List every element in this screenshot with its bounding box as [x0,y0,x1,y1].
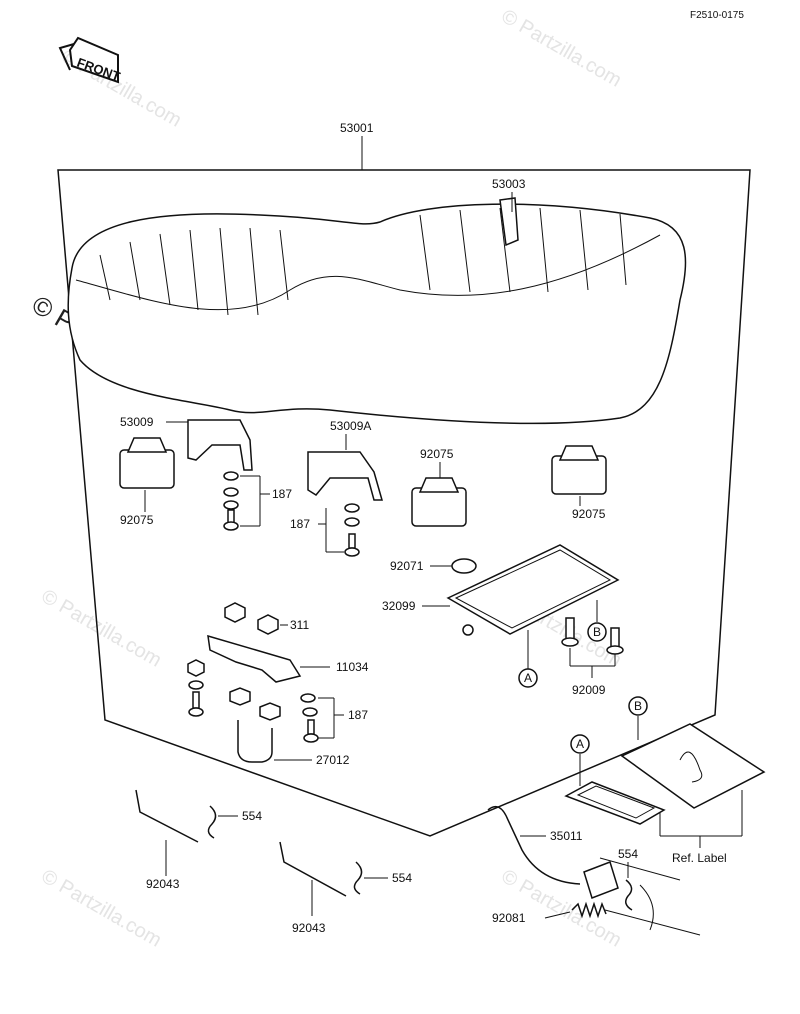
callout-92081: 92081 [492,911,526,925]
callout-53003: 53003 [492,177,526,191]
mounting-bracket-icon [207,634,302,683]
hinge-bracket-icon [187,419,253,471]
callout-92043-left: 92043 [146,877,180,891]
ref-circle-a [570,734,590,754]
washer-stack-icon [344,503,360,557]
bolt-icon [187,659,205,717]
ref-circle-a [518,668,538,688]
callout-92009: 92009 [572,683,606,697]
callout-554-right: 554 [618,847,638,861]
callout-53009a: 53009A [330,419,371,433]
watermark: © Partzilla.com [498,5,626,91]
ref-a-label: A [524,671,532,685]
ref-b2-label: B [634,699,642,713]
washer-stack-icon [229,687,319,743]
callout-92075-right: 92075 [572,507,606,521]
assembly-outline [57,169,751,837]
spring-icon [571,901,607,919]
rubber-cushion-icon [551,445,607,495]
label-sticker-a [564,781,666,825]
callout-27012: 27012 [316,753,350,767]
nut-icon [224,602,279,635]
tray-icon [446,544,620,635]
figure-code: F2510-0175 [690,10,744,21]
rubber-cushion-icon [119,437,175,489]
washer-stack-icon [223,471,239,531]
callout-32099: 32099 [382,599,416,613]
ref-b-label: B [593,625,601,639]
callout-311: 311 [290,618,309,632]
callout-53001: 53001 [340,121,374,135]
callout-187-lower: 187 [348,708,368,722]
callout-187-middle: 187 [290,517,310,531]
callout-554-left: 554 [242,809,262,823]
watermark: © Partzilla.com [38,585,166,671]
callout-11034: 11034 [336,660,369,674]
callout-554-middle: 554 [392,871,412,885]
ref-a2-label: A [576,737,584,751]
clip-icon [207,805,217,839]
hinge-bracket-icon [307,451,383,501]
latch-block-icon [583,861,619,899]
seat-icon [67,197,687,425]
callout-92075-center: 92075 [420,447,454,461]
callout-92071: 92071 [390,559,424,573]
ref-circle-b [628,696,648,716]
ref-label: Ref. Label [672,851,727,865]
callout-53009: 53009 [120,415,154,429]
clip-icon [625,879,633,911]
callout-92075-left: 92075 [120,513,154,527]
callout-187-top: 187 [272,487,292,501]
grommet-icon [451,558,477,574]
bolt-icon [561,617,624,655]
callout-92043-right: 92043 [292,921,326,935]
rod-icon [135,789,199,843]
ref-circle-b [587,622,607,642]
rod-icon [279,841,347,897]
u-bolt-icon [237,720,273,763]
callout-35011: 35011 [550,829,583,843]
rubber-cushion-icon [411,477,467,527]
label-sticker-b [620,723,766,809]
hook-icon [487,805,581,885]
clip-icon [353,861,363,895]
